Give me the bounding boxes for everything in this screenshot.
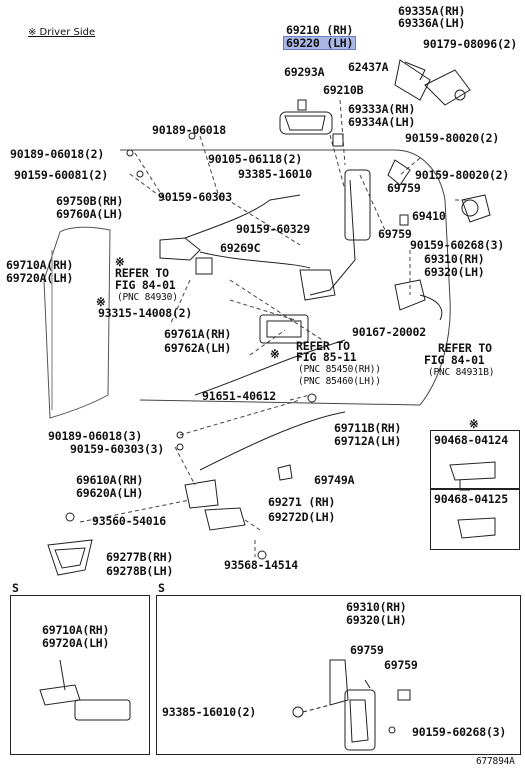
part-label: 69762A(LH) xyxy=(164,341,232,355)
part-label: 69610A(RH) xyxy=(76,473,144,487)
part-label-highlighted: 69220 (LH) xyxy=(282,36,357,50)
part-label: 69749A xyxy=(314,473,355,487)
part-label: 69761A(RH) xyxy=(164,327,232,341)
reference-text: FIG 85-11 xyxy=(296,350,357,364)
part-label: 69310(RH) xyxy=(424,252,485,266)
part-label: 90159-60303 xyxy=(158,190,232,204)
part-label: 69271 (RH) xyxy=(268,495,336,509)
part-label: 69272D(LH) xyxy=(268,510,336,524)
part-label: 90159-60303(3) xyxy=(70,442,165,456)
part-label: 69410 xyxy=(412,209,446,223)
inset-box-right xyxy=(156,595,521,755)
part-label: 90167-20002 xyxy=(352,325,426,339)
reference-text: (PNC 85460(LH)) xyxy=(298,376,381,387)
reference-text: FIG 84-01 xyxy=(424,353,485,367)
reference-text: (PNC 85450(RH)) xyxy=(298,364,381,375)
part-label: 69759 xyxy=(384,658,418,672)
part-label: 90105-06118(2) xyxy=(208,152,303,166)
driver-side-note: ※ Driver Side xyxy=(28,27,96,38)
part-label: 90159-60268(3) xyxy=(410,238,505,252)
part-label: 90159-60081(2) xyxy=(14,168,109,182)
inset-box-left xyxy=(10,595,150,755)
reference-text: REFER TO xyxy=(115,266,169,280)
part-label: 69760A(LH) xyxy=(56,207,124,221)
part-label: 93385-16010 xyxy=(238,167,312,181)
part-label: 69720A(LH) xyxy=(6,271,74,285)
part-label: 69293A xyxy=(284,65,325,79)
part-label: 69750B(RH) xyxy=(56,194,124,208)
part-label: 90159-60329 xyxy=(236,222,310,236)
part-label: 69210 (RH) xyxy=(286,23,354,37)
reference-text: REFER TO xyxy=(438,341,492,355)
part-label: 90189-06018(2) xyxy=(10,147,105,161)
part-label: 69710A(RH) xyxy=(42,623,110,637)
note-mark: ※ xyxy=(270,347,280,361)
part-label: 69269C xyxy=(220,241,261,255)
part-label: 69720A(LH) xyxy=(42,636,110,650)
reference-text: (PNC 84930) xyxy=(117,292,178,303)
reference-text: REFER TO xyxy=(296,339,350,353)
part-label: 93315-14008(2) xyxy=(98,306,193,320)
part-label: 90468-04125 xyxy=(434,492,508,506)
part-label: 69620A(LH) xyxy=(76,486,144,500)
alternate-parts-divider xyxy=(430,488,520,490)
inset-marker: S xyxy=(158,581,165,595)
part-label: 69333A(RH) xyxy=(348,102,416,116)
reference-text: (PNC 84931B) xyxy=(428,367,495,378)
part-label: 93385-16010(2) xyxy=(162,705,257,719)
note-mark: ※ xyxy=(115,255,125,269)
part-label: 90159-80020(2) xyxy=(415,168,510,182)
reference-text: FIG 84-01 xyxy=(115,278,176,292)
note-mark: ※ xyxy=(96,295,106,309)
part-label: 90189-06018 xyxy=(152,123,226,137)
part-label: 69711B(RH) xyxy=(334,421,402,435)
part-label: 69336A(LH) xyxy=(398,16,466,30)
part-label: 69277B(RH) xyxy=(106,550,174,564)
part-label: 90159-60268(3) xyxy=(412,725,507,739)
part-label: 69334A(LH) xyxy=(348,115,416,129)
note-mark: ※ xyxy=(469,417,479,431)
part-label: 93560-54016 xyxy=(92,514,166,528)
part-label: 90468-04124 xyxy=(434,433,508,447)
part-label: 69320(LH) xyxy=(424,265,485,279)
part-label: 69759 xyxy=(350,643,384,657)
part-label: 69320(LH) xyxy=(346,613,407,627)
inset-marker: S xyxy=(12,581,19,595)
part-label: 69710A(RH) xyxy=(6,258,74,272)
part-label: 69712A(LH) xyxy=(334,434,402,448)
diagram-id: 677894A xyxy=(476,756,515,767)
part-label: 62437A xyxy=(348,60,389,74)
part-label: 91651-40612 xyxy=(202,389,276,403)
part-label: 69759 xyxy=(378,227,412,241)
part-label: 90189-06018(3) xyxy=(48,429,143,443)
part-label: 69335A(RH) xyxy=(398,4,466,18)
part-label: 69310(RH) xyxy=(346,600,407,614)
part-label: 90159-80020(2) xyxy=(405,131,500,145)
part-label: 93568-14514 xyxy=(224,558,298,572)
part-label: 69759 xyxy=(387,181,421,195)
alternate-parts-box xyxy=(430,430,520,550)
part-label: 90179-08096(2) xyxy=(423,37,518,51)
part-label: 69278B(LH) xyxy=(106,564,174,578)
part-label: 69210B xyxy=(323,83,364,97)
